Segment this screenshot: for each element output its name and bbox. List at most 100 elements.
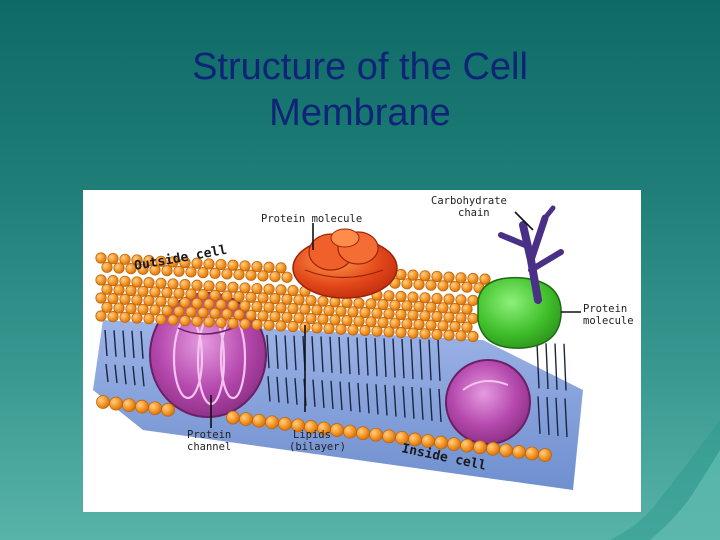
lipid-head xyxy=(305,312,317,325)
lipid-head xyxy=(155,313,167,325)
lipid-head xyxy=(135,399,149,414)
lipid-tail xyxy=(383,338,388,416)
lipid-head xyxy=(239,412,253,427)
lipid-head xyxy=(419,292,431,304)
lipid-head xyxy=(191,315,203,327)
lipid-head xyxy=(96,395,110,409)
lipid-head xyxy=(419,328,431,340)
lipid-head xyxy=(401,318,413,330)
lipid-head xyxy=(191,279,203,291)
lipid-head xyxy=(119,293,131,305)
lipid-head xyxy=(113,302,125,314)
lipid-head xyxy=(227,281,239,293)
lipid-head xyxy=(109,396,123,411)
lipid-heads-outer xyxy=(95,252,491,343)
lipid-head xyxy=(401,278,413,290)
lipid-head xyxy=(365,316,377,328)
lipid-head xyxy=(395,326,407,339)
lipid-tail xyxy=(338,336,343,411)
lipid-head xyxy=(525,446,539,461)
lipid-head xyxy=(467,272,479,285)
lipid-head xyxy=(179,257,191,269)
lipid-head xyxy=(161,402,175,417)
lipid-tail xyxy=(284,335,289,404)
label-lipids-line2: (bilayer) xyxy=(289,441,346,453)
lipid-tail xyxy=(266,334,271,402)
lipid-head xyxy=(275,320,287,332)
protein-molecule-red xyxy=(292,228,398,299)
lipid-head xyxy=(443,271,455,283)
lipid-head xyxy=(101,283,113,295)
lipid-head xyxy=(252,413,266,428)
lipid-tail xyxy=(536,342,541,434)
lipid-head xyxy=(203,298,215,310)
lipid-head xyxy=(407,327,419,339)
label-carbohydrate-line2: chain xyxy=(458,207,490,219)
lipid-head xyxy=(293,312,305,324)
lipid-head xyxy=(197,307,209,319)
lipid-head xyxy=(383,326,395,338)
lipid-head xyxy=(191,297,203,309)
lipid-head xyxy=(137,303,149,315)
lipid-head xyxy=(335,323,347,335)
lipid-head xyxy=(347,324,359,336)
label-protein-molecule-top: Protein molecule xyxy=(261,213,362,225)
lipid-head xyxy=(263,319,275,331)
lipid-head xyxy=(107,293,119,305)
lipid-tail xyxy=(356,337,361,413)
lipid-head xyxy=(499,443,513,458)
lipid-head xyxy=(299,303,311,315)
lipid-head xyxy=(125,303,137,315)
lipid-head xyxy=(251,282,263,295)
lipid-head xyxy=(425,301,437,313)
lipid-head xyxy=(95,310,107,322)
lipid-head xyxy=(329,314,341,326)
lipid-tail xyxy=(275,335,280,403)
carbohydrate-chain xyxy=(498,205,564,304)
title-line-1: Structure of the Cell xyxy=(192,46,528,88)
lipid-head xyxy=(245,269,257,281)
lipid-tail xyxy=(374,338,379,415)
lipid-head xyxy=(434,435,448,450)
lipid-head xyxy=(233,308,245,321)
lipid-head xyxy=(101,301,113,313)
lipid-tail xyxy=(131,330,136,386)
lipid-head xyxy=(449,302,461,315)
lipid-head xyxy=(311,322,323,334)
lipid-head xyxy=(341,314,353,327)
lipid-head xyxy=(330,423,344,437)
lipid-head xyxy=(419,270,431,282)
lipid-head xyxy=(179,297,191,309)
lipid-head xyxy=(425,279,437,291)
lipid-head xyxy=(125,263,137,275)
lipid-head xyxy=(419,310,431,322)
lipid-head xyxy=(359,324,371,337)
lipid-head xyxy=(257,270,269,282)
lipid-tail xyxy=(365,337,370,414)
lipid-head xyxy=(407,269,419,281)
label-protein-right-line1: Protein xyxy=(583,303,627,315)
label-protein-right-line2: molecule xyxy=(583,315,634,327)
lipid-head xyxy=(203,258,215,270)
lipid-head xyxy=(512,445,526,459)
lipid-head xyxy=(449,280,461,293)
lipid-tail xyxy=(329,336,334,410)
lipid-head xyxy=(226,410,240,425)
lipid-head xyxy=(383,308,395,320)
lipid-head xyxy=(449,320,461,333)
lipid-tail xyxy=(563,343,568,438)
lipid-head xyxy=(197,267,209,279)
lipid-head xyxy=(479,273,491,285)
lipid-head xyxy=(131,254,143,266)
lipid-head xyxy=(131,294,143,306)
lipid-head xyxy=(209,307,221,319)
lipid-head xyxy=(148,401,162,416)
lipid-head xyxy=(353,315,365,327)
lipid-head xyxy=(149,304,161,316)
lipid-head xyxy=(173,265,185,277)
lipid-head xyxy=(269,270,281,283)
lipid-head xyxy=(486,441,500,456)
lipid-head xyxy=(443,311,455,323)
lipid-tail xyxy=(122,330,127,385)
lipid-head xyxy=(179,279,191,291)
